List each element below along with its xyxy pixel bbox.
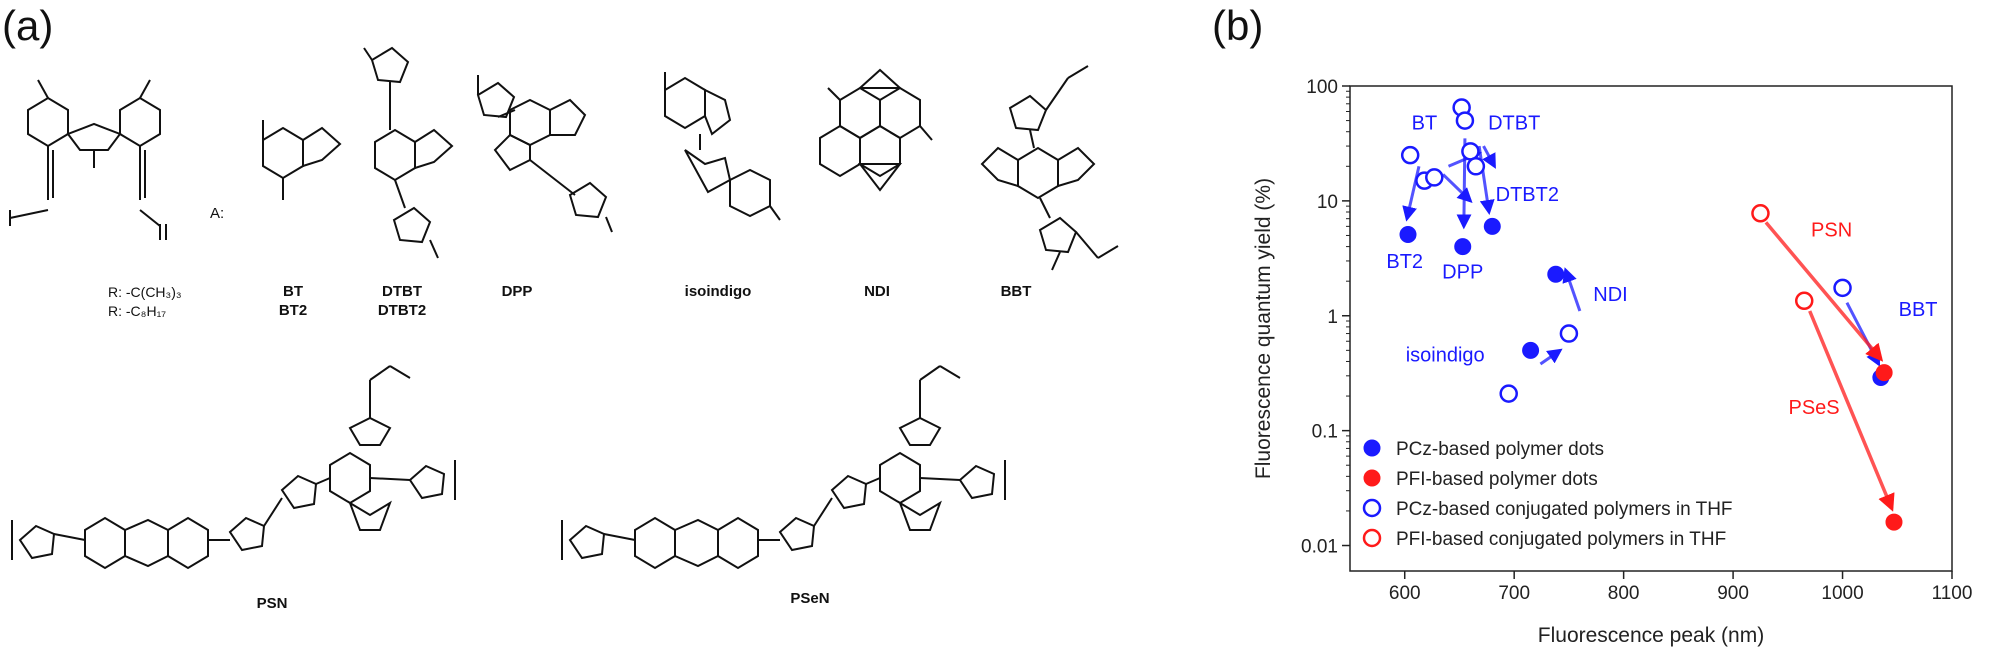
structures-labels: A: R: -C(CH₃)₃ R: -C₈H₁₇ BT BT2 DTBT DTB… [108, 205, 1032, 612]
x-tick-label: 800 [1608, 583, 1640, 604]
data-point-open [1455, 111, 1475, 130]
x-tick-label: 1000 [1821, 583, 1863, 604]
point-annotation: BT2 [1386, 251, 1423, 273]
data-point-open [1425, 168, 1444, 187]
compound-label-dpp: DPP [502, 283, 533, 300]
shift-arrow [1845, 301, 1881, 367]
data-point-open [1559, 324, 1579, 343]
x-axis-label: Fluorescence peak (nm) [1538, 624, 1764, 647]
data-point-filled [1483, 217, 1501, 235]
r-substituent-2: R: -C₈H₁₇ [108, 303, 166, 319]
point-annotation: NDI [1593, 284, 1627, 306]
legend-label: PFI-based polymer dots [1396, 469, 1598, 490]
a-label: A: [210, 205, 224, 222]
y-tick-label: 100 [1306, 77, 1338, 98]
point-annotation: BBT [1899, 299, 1938, 321]
data-point-open [1400, 145, 1420, 165]
compound-label-bt2: BT2 [279, 302, 307, 319]
point-annotation: PSeS [1789, 397, 1840, 419]
data-point-open [1466, 157, 1486, 176]
point-annotation: DTBT2 [1496, 184, 1559, 206]
data-point-filled [1454, 238, 1472, 256]
dpp-structure [476, 75, 613, 233]
shift-arrow [1562, 267, 1582, 312]
data-point-filled [1885, 513, 1903, 531]
psen-structure [561, 365, 1006, 570]
legend-marker [1362, 528, 1382, 548]
legend-marker [1363, 439, 1381, 457]
y-tick-label: 1 [1327, 307, 1338, 328]
legend-label: PCz-based conjugated polymers in THF [1396, 499, 1733, 520]
x-tick-label: 1100 [1932, 583, 1973, 604]
data-point-filled [1522, 341, 1540, 359]
legend-marker [1362, 498, 1382, 518]
bt-structure [262, 120, 342, 200]
data-point-filled [1399, 225, 1417, 243]
compound-label-ndi: NDI [864, 283, 890, 300]
psn-structure [11, 365, 456, 570]
compound-label-bbt: BBT [1001, 283, 1032, 300]
shift-arrow [1477, 145, 1495, 215]
data-point-open [1461, 142, 1480, 161]
point-annotation: DTBT [1488, 112, 1540, 134]
panel-a-label: (a) [2, 2, 54, 49]
ndi-structure [819, 68, 933, 192]
point-annotation: BT [1412, 112, 1438, 134]
shift-arrow [1764, 221, 1884, 362]
plot-frame [1349, 85, 1953, 572]
x-tick-label: 700 [1498, 583, 1530, 604]
shift-arrow [1808, 310, 1895, 512]
data-point-open [1833, 278, 1852, 298]
shift-arrow [1402, 165, 1421, 222]
bbt-structure [980, 65, 1119, 271]
polymer-label-psen: PSeN [790, 590, 829, 607]
shift-arrow [1539, 348, 1563, 366]
data-point-open [1751, 204, 1770, 223]
dtbt-structure [363, 46, 454, 259]
panel-b-label: (b) [1212, 2, 1264, 49]
compound-label-bt: BT [283, 283, 303, 300]
isoindigo-structure [664, 72, 781, 221]
y-tick-label: 10 [1317, 192, 1338, 213]
legend-label: PCz-based polymer dots [1396, 439, 1604, 460]
y-axis-label: Fluorescence quantum yield (%) [1252, 178, 1275, 479]
y-tick-label: 0.01 [1301, 537, 1338, 558]
legend-marker [1363, 469, 1381, 487]
data-point-filled [1547, 265, 1565, 283]
point-annotation: PSN [1811, 219, 1852, 241]
shift-arrow [1441, 173, 1473, 203]
point-annotation: DPP [1442, 262, 1483, 284]
polymer-label-psn: PSN [257, 595, 288, 612]
compound-label-dtbt2: DTBT2 [378, 302, 426, 319]
y-tick-label: 0.1 [1312, 422, 1338, 443]
shift-arrow [1482, 145, 1496, 169]
data-point-filled [1875, 364, 1893, 382]
x-tick-label: 600 [1389, 583, 1421, 604]
compound-label-dtbt: DTBT [382, 283, 422, 300]
carbazole-structure [9, 79, 167, 240]
structures-drawing [9, 46, 1119, 570]
data-point-open [1794, 291, 1814, 311]
chart-points [1399, 98, 1903, 531]
r-substituent-1: R: -C(CH₃)₃ [108, 284, 182, 300]
legend-label: PFI-based conjugated polymers in THF [1396, 529, 1726, 550]
x-tick-label: 900 [1717, 583, 1749, 604]
point-annotation: isoindigo [1406, 344, 1485, 366]
chemical-structures-panel: (a) [2, 2, 1119, 612]
data-point-open [1499, 384, 1518, 403]
compound-label-isoindigo: isoindigo [685, 283, 752, 300]
